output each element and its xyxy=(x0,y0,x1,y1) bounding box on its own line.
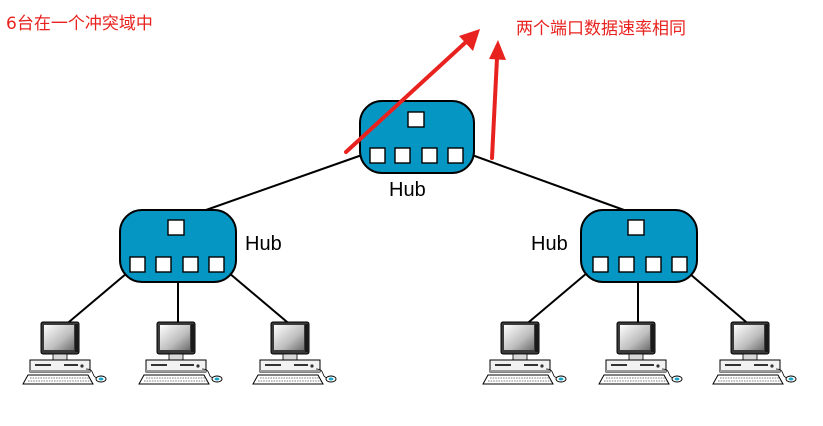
red-arrow-icon-vertical xyxy=(489,40,506,160)
hub-label-top: Hub xyxy=(389,179,426,201)
desktop-computer-icon-3 xyxy=(252,321,337,385)
hub-label-left: Hub xyxy=(245,233,282,255)
port-rate-note: 两个端口数据速率相同 xyxy=(516,19,686,39)
desktop-computer-icon-2 xyxy=(138,321,223,385)
red-arrow-icon-diagonal xyxy=(344,29,480,154)
desktop-computer-icon-5 xyxy=(598,321,683,385)
hub-icon-top xyxy=(359,100,475,174)
hub-icon-left xyxy=(119,209,237,283)
desktop-computer-icon-4 xyxy=(482,321,567,385)
cable-top-to-left-hub xyxy=(205,154,363,211)
desktop-computer-icon-6 xyxy=(712,321,797,385)
cable-top-to-right-hub xyxy=(471,154,625,211)
desktop-computer-icon-1 xyxy=(22,321,107,385)
hub-label-right: Hub xyxy=(531,233,568,255)
hub-icon-right xyxy=(580,209,698,283)
collision-domain-note: 6台在一个冲突域中 xyxy=(6,14,153,34)
